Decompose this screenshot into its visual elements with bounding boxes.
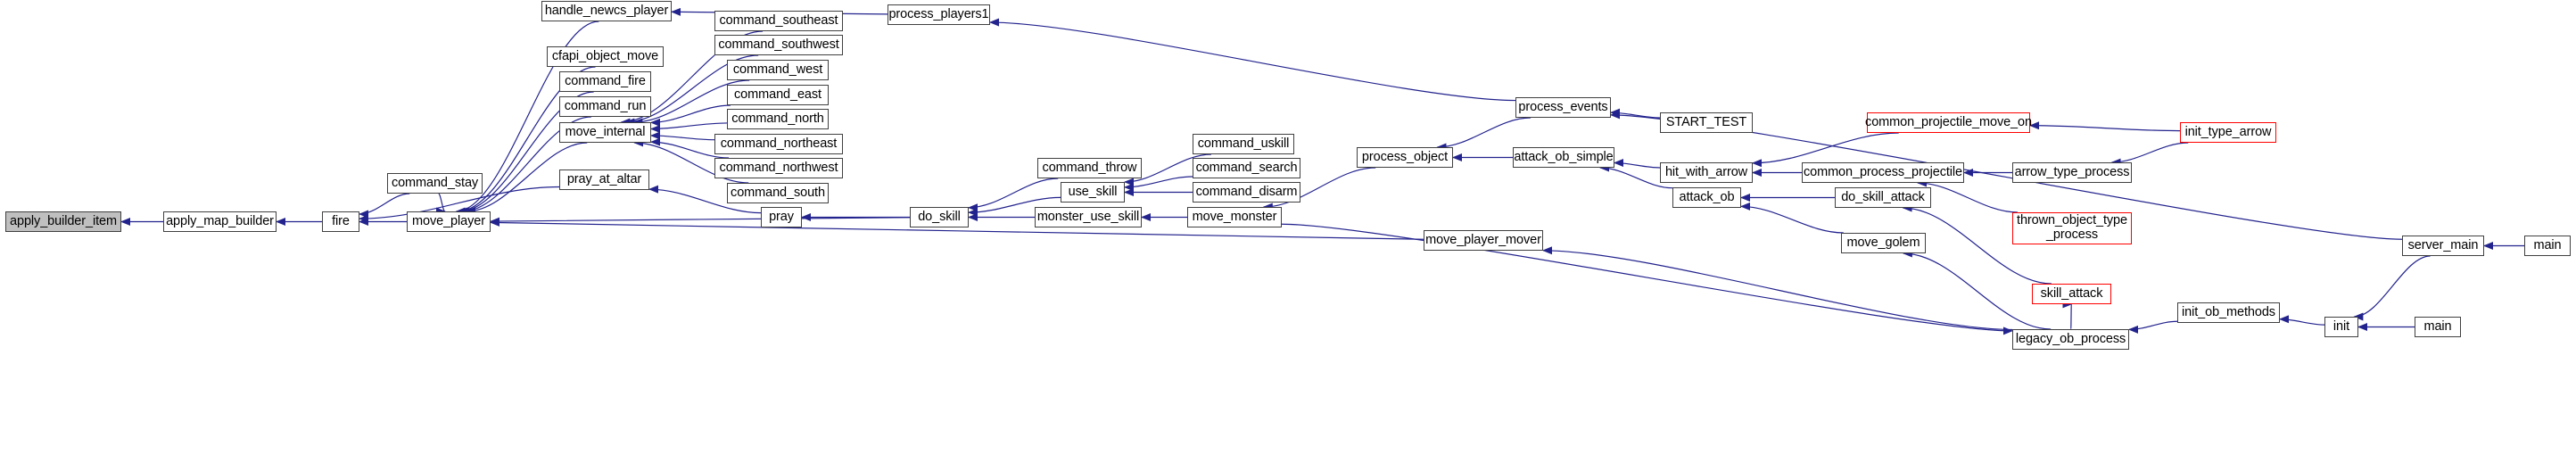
graph-edge-command_stay-to-fire: [359, 193, 410, 219]
graph-node-process_events[interactable]: process_events: [1515, 97, 1611, 118]
graph-node-arrow_type_process[interactable]: arrow_type_process: [2012, 162, 2132, 183]
graph-node-pray[interactable]: pray: [761, 207, 802, 227]
graph-node-pray_at_altar[interactable]: pray_at_altar: [559, 169, 649, 190]
graph-node-server_main[interactable]: server_main: [2402, 236, 2484, 256]
graph-node-command_south[interactable]: command_south: [727, 183, 829, 203]
graph-node-skill_attack[interactable]: skill_attack: [2032, 284, 2111, 304]
graph-edge-process_events-to-process_players1: [989, 18, 1516, 102]
graph-node-thrown_object_type_process[interactable]: thrown_object_type _process: [2012, 212, 2132, 244]
graph-edge-command_northeast-to-move_internal: [650, 131, 715, 141]
graph-node-init_type_arrow[interactable]: init_type_arrow: [2180, 122, 2276, 143]
graph-edge-thrown_object_type_process-to-common_process_projectile: [1917, 178, 2018, 213]
graph-node-do_skill[interactable]: do_skill: [910, 207, 969, 227]
graph-node-move_player[interactable]: move_player: [407, 211, 491, 232]
graph-node-apply_builder_item[interactable]: apply_builder_item: [5, 211, 121, 232]
graph-node-apply_map_builder[interactable]: apply_map_builder: [163, 211, 277, 232]
graph-node-attack_ob[interactable]: attack_ob: [1672, 187, 1741, 208]
graph-node-init[interactable]: init: [2324, 317, 2358, 337]
graph-node-fire[interactable]: fire: [322, 211, 359, 232]
graph-node-command_southeast[interactable]: command_southeast: [714, 11, 843, 31]
graph-edge-command_north-to-move_internal: [650, 122, 728, 134]
graph-node-attack_ob_simple[interactable]: attack_ob_simple: [1513, 147, 1614, 168]
graph-edge-legacy_ob_process-to-move_player_mover: [1542, 246, 2013, 331]
graph-node-use_skill[interactable]: use_skill: [1061, 182, 1125, 203]
graph-node-process_object[interactable]: process_object: [1357, 147, 1453, 168]
graph-node-command_fire[interactable]: command_fire: [559, 71, 651, 92]
graph-edge-command_east-to-move_internal: [650, 104, 731, 127]
graph-node-command_southwest[interactable]: command_southwest: [714, 35, 843, 55]
graph-edge-server_main-to-init: [2353, 255, 2431, 321]
graph-node-main_bottom[interactable]: main: [2415, 317, 2461, 337]
graph-edge-legacy_ob_process-to-move_golem: [1902, 249, 2052, 330]
graph-edge-common_projectile_move_on-to-hit_with_arrow: [1752, 132, 1899, 168]
graph-edge-command_throw-to-do_skill: [968, 178, 1059, 212]
graph-node-do_skill_attack[interactable]: do_skill_attack: [1835, 187, 1931, 208]
graph-node-hit_with_arrow[interactable]: hit_with_arrow: [1660, 162, 1753, 183]
graph-edge-START_TEST-to-process_events: [1610, 108, 1661, 119]
graph-node-handle_newcs_player[interactable]: handle_newcs_player: [541, 1, 672, 21]
graph-edge-init_ob_methods-to-legacy_ob_process: [2128, 320, 2178, 334]
graph-node-move_golem[interactable]: move_golem: [1841, 233, 1926, 253]
graph-edge-process_events-to-process_object: [1436, 117, 1532, 152]
graph-edge-init-to-init_ob_methods: [2279, 315, 2325, 326]
graph-node-command_west[interactable]: command_west: [727, 60, 829, 80]
graph-node-command_northwest[interactable]: command_northwest: [714, 158, 843, 178]
graph-node-command_stay[interactable]: command_stay: [387, 173, 483, 194]
graph-node-monster_use_skill[interactable]: monster_use_skill: [1035, 207, 1142, 227]
graph-edge-do_skill-to-move_player: [490, 217, 911, 226]
graph-edge-move_golem-to-attack_ob: [1740, 202, 1844, 234]
graph-node-main_top[interactable]: main: [2524, 236, 2571, 256]
graph-edge-hit_with_arrow-to-attack_ob_simple: [1614, 159, 1661, 169]
graph-node-START_TEST[interactable]: START_TEST: [1660, 112, 1753, 133]
graph-node-command_disarm[interactable]: command_disarm: [1193, 182, 1300, 203]
graph-node-process_players1[interactable]: process_players1: [888, 4, 990, 25]
graph-edge-command_stay-to-move_player: [435, 193, 446, 216]
graph-node-move_monster[interactable]: move_monster: [1187, 207, 1282, 227]
graph-node-common_process_projectile[interactable]: common_process_projectile: [1802, 162, 1964, 183]
graph-node-move_player_mover[interactable]: move_player_mover: [1424, 230, 1543, 251]
graph-node-legacy_ob_process[interactable]: legacy_ob_process: [2012, 329, 2129, 350]
graph-node-cfapi_object_move[interactable]: cfapi_object_move: [547, 46, 664, 67]
graph-node-command_northeast[interactable]: command_northeast: [714, 134, 843, 154]
graph-edge-init_type_arrow-to-common_projectile_move_on: [2029, 121, 2181, 132]
graph-node-common_projectile_move_on[interactable]: common_projectile_move_on: [1865, 112, 2032, 133]
graph-node-init_ob_methods[interactable]: init_ob_methods: [2177, 302, 2280, 323]
graph-node-command_throw[interactable]: command_throw: [1037, 158, 1142, 178]
graph-node-command_search[interactable]: command_search: [1193, 158, 1300, 178]
graph-node-command_run[interactable]: command_run: [559, 96, 651, 117]
graph-node-command_uskill[interactable]: command_uskill: [1193, 134, 1294, 154]
graph-node-command_east[interactable]: command_east: [727, 85, 829, 105]
graph-node-command_north[interactable]: command_north: [727, 109, 829, 129]
graph-edge-init_type_arrow-to-arrow_type_process: [2110, 142, 2189, 167]
graph-node-move_internal[interactable]: move_internal: [559, 122, 651, 143]
graph-edge-legacy_ob_process-to-skill_attack: [2061, 302, 2073, 330]
